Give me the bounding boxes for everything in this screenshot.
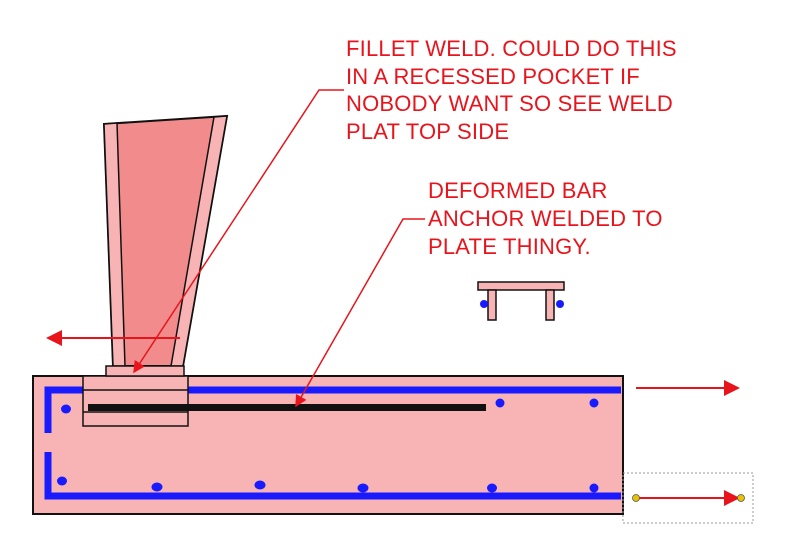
deformed-bar-line-3: PLATE THINGY. [428, 234, 591, 259]
fillet-weld-line-1: FILLET WELD. COULD DO THIS [346, 36, 677, 61]
rebar-dot [495, 398, 505, 408]
detail-right-leg [545, 289, 555, 321]
fillet-weld-note: FILLET WELD. COULD DO THIS IN A RECESSED… [346, 36, 677, 144]
rebar-dot [589, 398, 599, 408]
embed-plate-block [82, 375, 189, 427]
deformed-bar-anchor [88, 404, 486, 411]
column [102, 114, 229, 377]
detail-top-plate [477, 281, 565, 291]
selected-arrow-group[interactable] [622, 472, 754, 524]
deformed-bar-line-2: ANCHOR WELDED TO [428, 206, 663, 231]
deformed-bar-line-1: DEFORMED BAR [428, 178, 608, 203]
rebar-dot [151, 482, 163, 492]
rebar-dot [254, 480, 266, 490]
rebar-dot [61, 404, 71, 414]
detail-left-leg [487, 289, 497, 321]
rebar-cage [44, 386, 621, 500]
rebar-dot [357, 483, 369, 493]
rebar-dot [487, 483, 497, 493]
detail-bar-left [480, 300, 488, 308]
leader-fillet-weld [133, 89, 344, 374]
selection-handle-end[interactable] [737, 494, 745, 502]
bottom-rebar [44, 452, 621, 500]
fillet-weld-line-3: NOBODY WANT SO SEE WELD [346, 91, 673, 116]
fillet-weld-line-2: IN A RECESSED POCKET IF [346, 64, 640, 89]
rebar-dot [57, 476, 67, 486]
top-rebar [44, 386, 621, 433]
detail-bar-right [556, 300, 564, 308]
selection-handle-start[interactable] [632, 494, 640, 502]
selection-box [622, 472, 754, 524]
leader-deformed-bar [295, 218, 425, 408]
fillet-weld-line-4: PLAT TOP SIDE [346, 119, 509, 144]
rebar-dots [57, 398, 599, 493]
rebar-dot [589, 483, 599, 493]
deformed-bar-note: DEFORMED BAR ANCHOR WELDED TO PLATE THIN… [428, 178, 663, 259]
column-base-plate [105, 365, 185, 377]
plate-section-detail [477, 281, 565, 321]
